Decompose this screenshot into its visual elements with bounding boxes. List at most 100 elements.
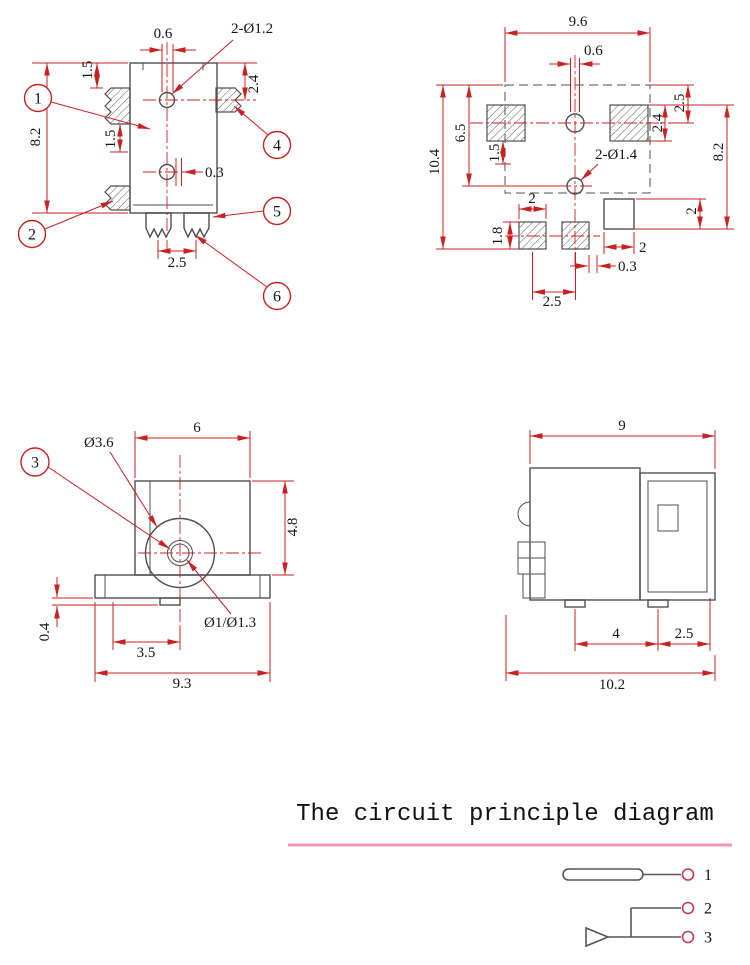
end-part-geometry	[517, 467, 716, 608]
left-clip-lower	[104, 185, 131, 211]
dim-right-upper: 2.4	[246, 74, 262, 93]
dim-outline-width: 9.6	[569, 14, 588, 30]
side-balloons: 3	[20, 447, 171, 550]
contact-stack-3	[522, 573, 546, 599]
balloon-5-label: 5	[273, 204, 281, 221]
side-part-geometry	[94, 480, 271, 606]
end-view: 9 4 2.5 10.2	[505, 418, 716, 693]
dim-right-pad-height: 2	[684, 207, 700, 215]
balloon-6	[262, 281, 292, 311]
side-body-outline	[134, 480, 251, 576]
dim-hole-callout: 2-Ø1.2	[231, 21, 273, 37]
left-clip-upper	[104, 87, 131, 125]
solder-prong-left	[145, 212, 172, 239]
pcb-part-geometry	[486, 84, 651, 250]
dim-base-width: 9.3	[173, 676, 192, 692]
dim-center-to-hole: 6.5	[453, 124, 469, 143]
balloon-1-leader	[50, 101, 151, 130]
pad-bottom-left-2	[561, 221, 590, 250]
dim-clip-top: 1.5	[80, 61, 96, 80]
side-dimensions: Ø3.6 6 4.8 Ø1/Ø1.3 0.4 3.5 9.3	[37, 420, 301, 692]
end-cap-inner	[647, 480, 708, 593]
dim-hole-offset-top: 0.6	[154, 26, 173, 42]
dim-cap-width: 2.5	[675, 626, 694, 642]
pcb-hole-callout-leader	[580, 163, 599, 181]
dim-center-offset: 0.6	[584, 43, 603, 59]
pad-bottom-right	[603, 198, 635, 230]
balloon-1-label: 1	[34, 91, 42, 108]
side-base-plate	[94, 574, 271, 599]
circuit-diagram: The circuit principle diagram 1 2 3	[288, 801, 732, 948]
pin-2-label: 2	[704, 901, 712, 918]
pin-3-label: 3	[704, 930, 712, 947]
switch-contact-symbol	[585, 926, 611, 948]
balloon-4	[262, 130, 292, 160]
contact-stack-2	[517, 557, 546, 575]
dim-right-pad-width: 2	[639, 240, 647, 256]
front-balloons: 1 2 4 5 6	[17, 83, 292, 311]
dim-overall-width: 10.2	[599, 677, 625, 693]
end-foot-right	[647, 599, 669, 608]
balloon-6-label: 6	[273, 289, 281, 306]
balloon-2	[17, 219, 47, 249]
contact-stack-1	[517, 541, 546, 559]
end-dimensions: 9 4 2.5 10.2	[505, 418, 716, 693]
end-cap-window	[657, 504, 679, 532]
end-foot-left	[564, 599, 586, 608]
balloon-3-label: 3	[31, 455, 39, 472]
center-pin-symbol	[562, 868, 644, 881]
pad-bottom-left-1	[518, 221, 547, 250]
side-center-lines	[138, 455, 262, 628]
circuit-title: The circuit principle diagram	[296, 801, 714, 828]
front-view: 0.6 2-Ø1.2 1.5 8.2 2.4 1.5 0.3 2.5	[17, 21, 292, 311]
balloon-3-leader	[47, 466, 171, 550]
dim-overall-height: 10.4	[427, 148, 443, 175]
dim-pad-gap: 0.3	[618, 259, 637, 275]
balloon-3	[20, 447, 50, 477]
balloon-2-leader	[44, 200, 114, 230]
dim-end-body-width: 9	[618, 418, 626, 434]
balloon-6-leader	[194, 234, 268, 288]
dim-below-pad: 1.5	[487, 144, 503, 163]
balloon-4-label: 4	[273, 138, 281, 155]
dim-foot-pitch: 4	[612, 626, 620, 642]
dim-body-width: 6	[193, 420, 201, 436]
dim-pad-height: 2.4	[650, 113, 666, 132]
hole-callout-leader	[171, 39, 234, 95]
dim-right-overall: 8.2	[711, 143, 727, 162]
balloon-2-label: 2	[28, 227, 36, 244]
terminal-3	[681, 930, 695, 944]
pin-1-label: 1	[704, 867, 712, 884]
dim-boss-dia: Ø3.6	[84, 435, 114, 451]
pin-dia-leader	[186, 559, 232, 615]
dim-overall-height: 8.2	[28, 128, 44, 147]
front-dimensions: 0.6 2-Ø1.2 1.5 8.2 2.4 1.5 0.3 2.5	[28, 21, 273, 271]
dim-prong-pitch: 2.5	[168, 255, 187, 271]
dim-pcb-hole-callout: 2-Ø1.4	[595, 147, 638, 163]
side-view: Ø3.6 6 4.8 Ø1/Ø1.3 0.4 3.5 9.3	[20, 420, 301, 692]
dim-pin-dia: Ø1/Ø1.3	[204, 615, 256, 631]
end-cap-outline	[639, 472, 716, 601]
balloon-1	[23, 83, 53, 113]
balloon-5-leader	[212, 210, 264, 219]
dim-pad-depth: 1.8	[490, 227, 506, 246]
front-center-lines	[143, 42, 256, 252]
terminal-1	[681, 868, 695, 881]
dim-body-height: 4.8	[285, 518, 301, 537]
dim-foot-height: 0.4	[37, 622, 53, 641]
boss-dia-leader	[109, 451, 158, 528]
dim-pad-pitch: 2.5	[543, 294, 562, 310]
spring-bump	[517, 501, 531, 527]
terminal-2	[681, 901, 695, 915]
dim-pin-offset: 3.5	[137, 645, 156, 661]
dim-clip-mid: 1.5	[103, 130, 119, 149]
side-foot	[159, 597, 181, 606]
balloon-5	[262, 196, 292, 226]
dim-hole-offset-mid: 0.3	[205, 165, 224, 181]
solder-prong-right	[183, 212, 210, 239]
pcb-dimensions: 9.6 0.6 2.4 2.5 6.5 10.4 1.5	[427, 14, 734, 310]
dim-left-pad-width: 2	[528, 191, 536, 207]
dim-top-to-center: 2.5	[672, 94, 688, 113]
